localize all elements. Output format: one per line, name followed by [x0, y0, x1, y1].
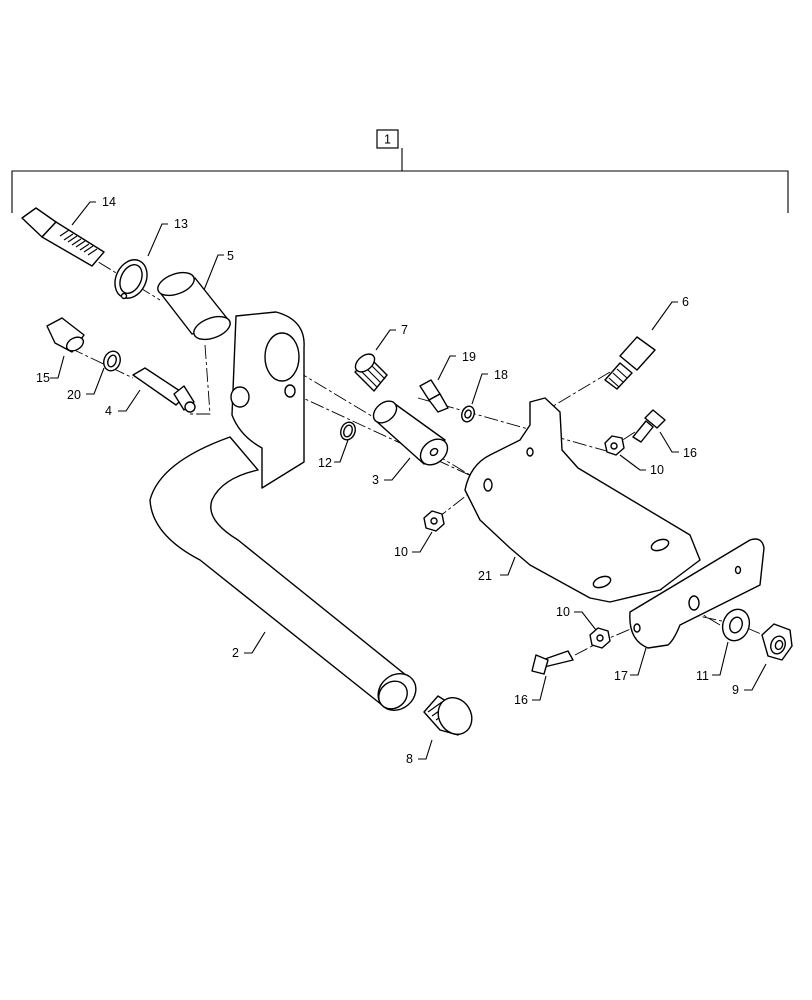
retaining-ring-part-13 [114, 259, 148, 300]
callout-10-upper: 10 [650, 463, 664, 477]
assembly-callout-box [376, 129, 399, 149]
bushing-part-3 [372, 400, 449, 466]
bracket-part-21 [464, 397, 701, 603]
nut-part-10-upper [604, 435, 625, 456]
bolt-part-14 [21, 207, 105, 267]
bolt-part-16-upper [632, 409, 666, 443]
stud-part-4 [132, 367, 196, 413]
assembly-bracket: 1 [11, 129, 789, 213]
callout-10-lower: 10 [556, 605, 570, 619]
callout-8: 8 [406, 752, 413, 766]
bolt-part-16-lower [531, 650, 574, 675]
callout-7: 7 [401, 323, 408, 337]
bushing-part-5 [157, 271, 231, 341]
cap-nut-part-15 [46, 317, 85, 353]
callout-5: 5 [227, 249, 234, 263]
callout-4: 4 [105, 404, 112, 418]
bolt-part-19 [419, 379, 449, 413]
plug-part-8 [423, 695, 473, 736]
callout-16-upper: 16 [683, 446, 697, 460]
callout-labels: 14 13 5 15 20 4 7 19 18 12 3 6 16 10 10 … [36, 195, 739, 766]
callout-21: 21 [478, 569, 492, 583]
washer-part-18 [461, 405, 475, 423]
washer-part-11 [721, 608, 751, 642]
callout-9: 9 [732, 683, 739, 697]
nut-part-10-left [423, 510, 445, 532]
callout-18: 18 [494, 368, 508, 382]
callout-12: 12 [318, 456, 332, 470]
callout-11: 11 [696, 669, 709, 683]
washer-part-20 [103, 350, 121, 372]
leader-lines [50, 201, 767, 760]
callout-16-lower: 16 [514, 693, 528, 707]
callout-19: 19 [462, 350, 476, 364]
nut-part-10-lower [589, 627, 611, 649]
assembly-callout: 1 [384, 133, 391, 147]
o-ring-part-12 [340, 421, 356, 441]
callout-2: 2 [232, 646, 239, 660]
callout-20: 20 [67, 388, 81, 402]
plate-part-17 [629, 538, 765, 649]
pedal-arm-part-2 [149, 311, 417, 711]
callout-15: 15 [36, 371, 50, 385]
threaded-bushing-part-7 [354, 353, 388, 392]
callout-17: 17 [614, 669, 628, 683]
callout-6: 6 [682, 295, 689, 309]
nut-part-9 [761, 623, 793, 661]
callout-13: 13 [174, 217, 188, 231]
callout-10-left: 10 [394, 545, 408, 559]
callout-14: 14 [102, 195, 116, 209]
callout-3: 3 [372, 473, 379, 487]
adjust-bolt-part-6 [604, 336, 656, 390]
